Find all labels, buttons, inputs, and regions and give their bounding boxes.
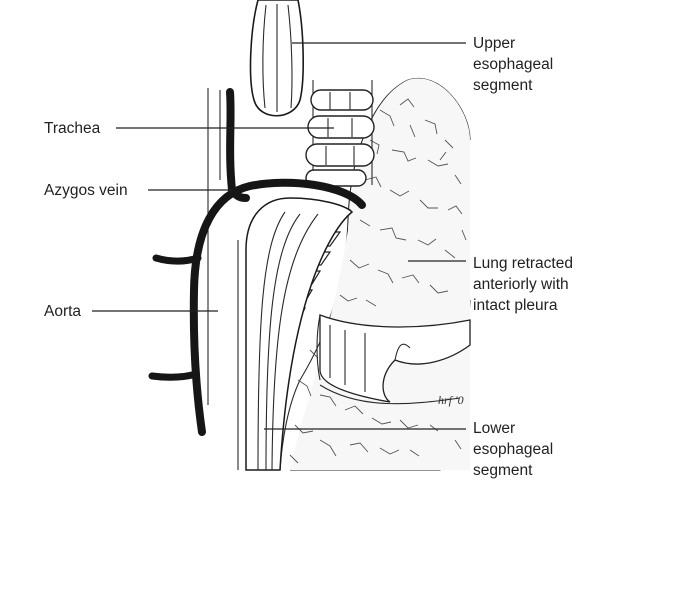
azygos-vein	[226, 88, 250, 202]
mediastinal-lines	[207, 88, 239, 470]
aorta	[148, 178, 366, 436]
label-azygos-vein: Azygos vein	[44, 182, 128, 199]
lung-texture	[289, 98, 467, 464]
lung-retractor	[316, 314, 471, 405]
lower-esophageal-segment	[245, 197, 354, 471]
label-lower-line2: esophageal	[473, 441, 553, 458]
label-lung-line2: anteriorly with	[473, 276, 569, 293]
labels: Upper esophageal segment Trachea Azygos …	[44, 35, 573, 479]
illustrator-signature: hrf '0	[438, 393, 464, 407]
label-lung-line1: Lung retracted	[473, 255, 573, 272]
label-lower-line1: Lower	[473, 420, 515, 437]
label-lung-line3: intact pleura	[473, 297, 558, 314]
upper-esophageal-segment	[249, 0, 304, 117]
trachea	[305, 80, 375, 187]
label-upper-line2: esophageal	[473, 56, 553, 73]
label-upper-line3: segment	[473, 77, 533, 94]
label-lower-line3: segment	[473, 462, 533, 479]
label-aorta: Aorta	[44, 303, 81, 320]
label-trachea: Trachea	[44, 120, 101, 137]
leader-lines	[92, 42, 466, 430]
label-upper-line1: Upper	[473, 35, 515, 52]
